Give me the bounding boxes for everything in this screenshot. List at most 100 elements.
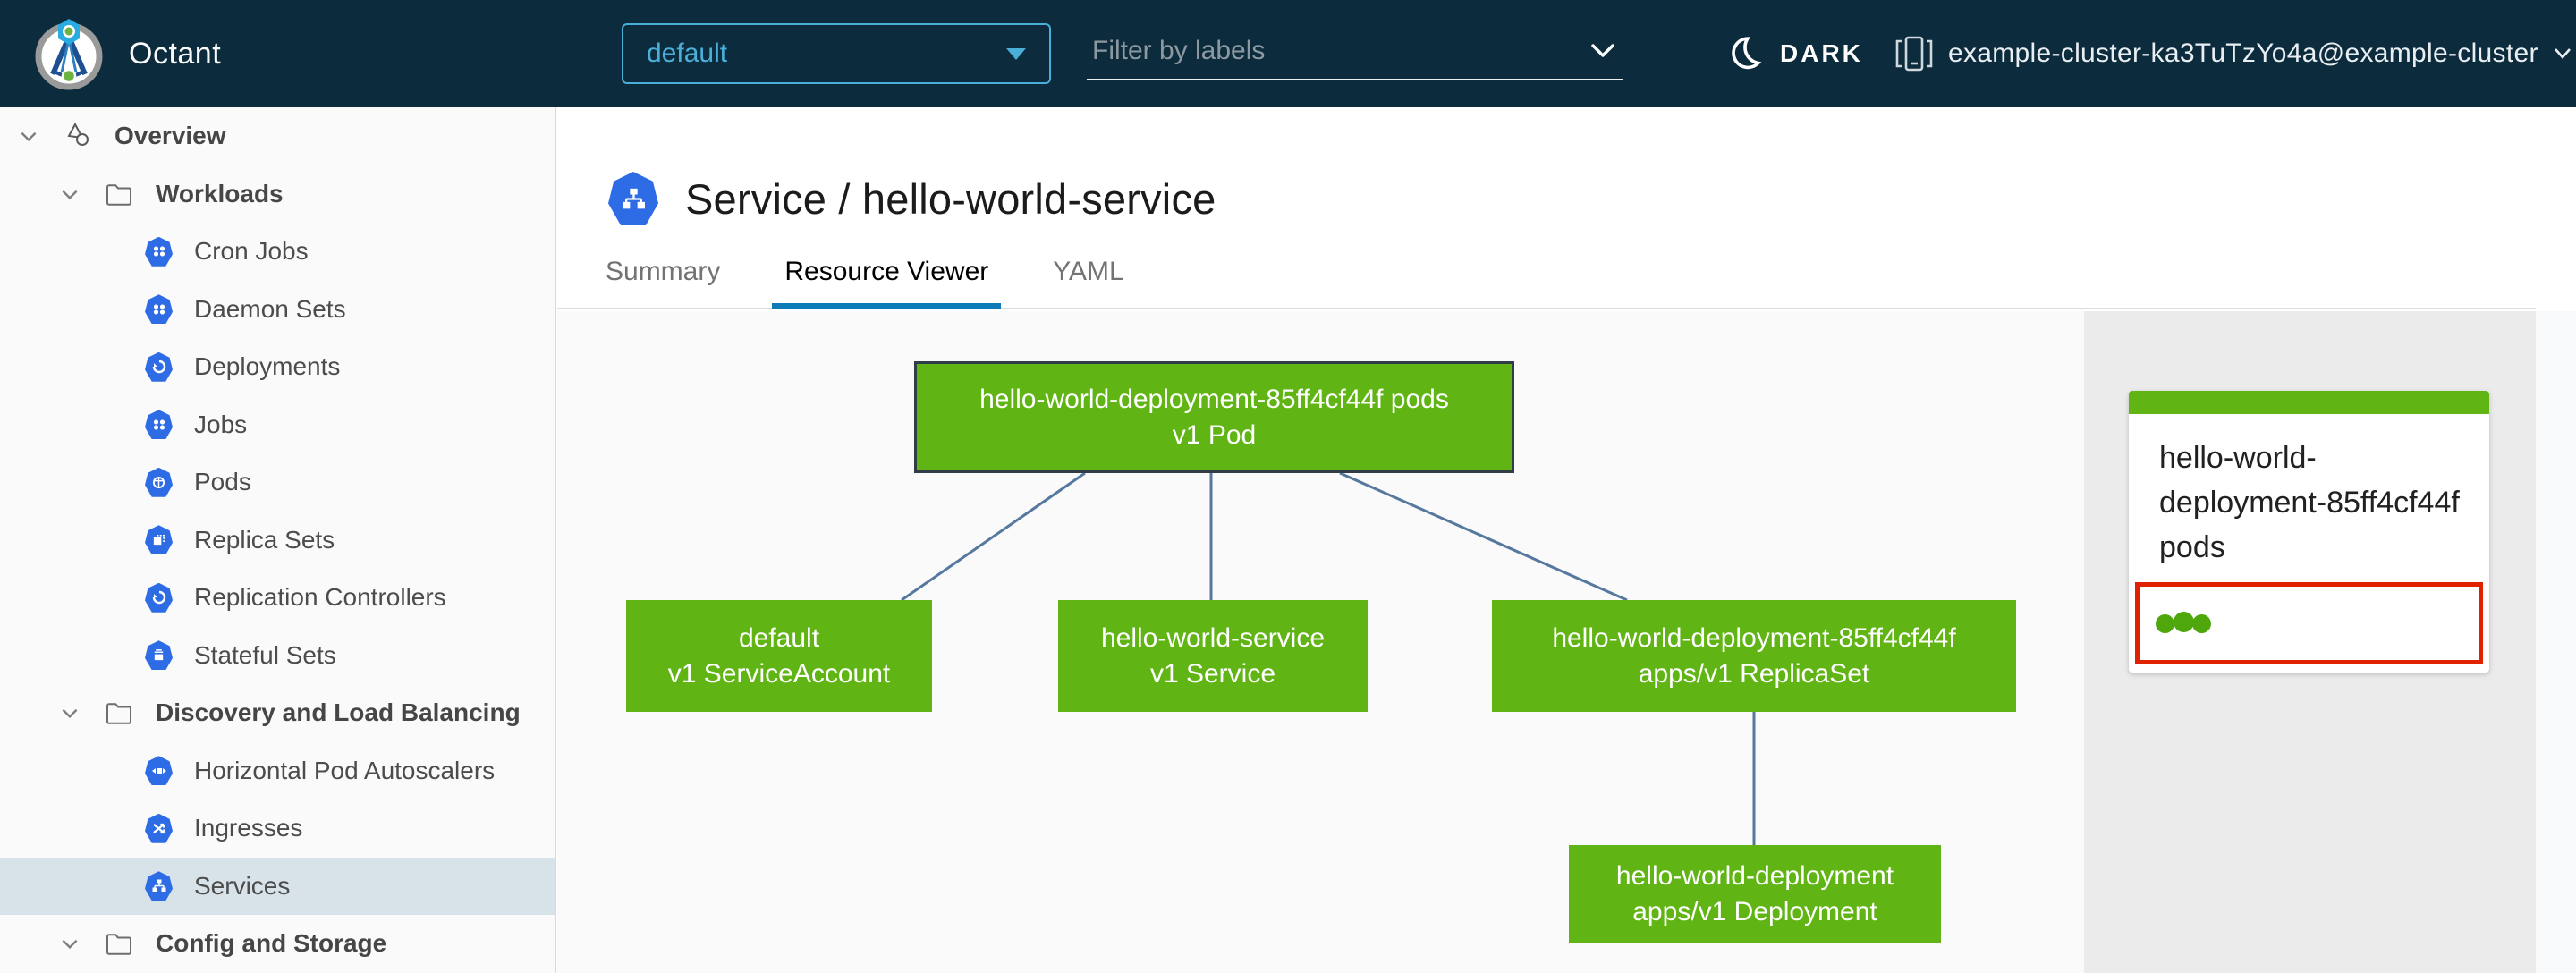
chevron-down-icon[interactable] — [57, 182, 82, 207]
node-name: hello-world-deployment — [1615, 861, 1894, 891]
sidebar-item-label: Ingresses — [194, 814, 303, 842]
selected-node-title: hello-world-deployment-85ff4cf44f pods — [2159, 441, 2460, 564]
node-kind: v1 Service — [1149, 658, 1276, 689]
statefulset-icon — [145, 640, 173, 671]
page-title: Service / hello-world-service — [608, 172, 1216, 225]
pod-dot — [2174, 611, 2194, 632]
tab-resource-viewer[interactable]: Resource Viewer — [772, 257, 1002, 309]
node-name: default — [738, 622, 820, 653]
sidebar-item-label: Services — [194, 871, 291, 900]
chevron-down-icon — [2554, 48, 2571, 59]
sidebar-item-label: Horizontal Pod Autoscalers — [194, 756, 496, 784]
cluster-context-label: example-cluster-ka3TuTzYo4a@example-clus… — [1948, 38, 2538, 68]
theme-toggle-label: DARK — [1780, 39, 1863, 67]
sidebar-item-cron-jobs[interactable]: Cron Jobs — [0, 223, 555, 281]
sidebar-item-replication-controllers[interactable]: Replication Controllers — [0, 569, 555, 627]
pod-dot — [2156, 613, 2174, 633]
resource-viewer: hello-world-deployment-85ff4cf44f pods v… — [557, 311, 2576, 973]
service-icon — [145, 871, 173, 901]
resource-graph-canvas[interactable]: hello-world-deployment-85ff4cf44f pods v… — [557, 311, 2084, 973]
detail-panel: hello-world-deployment-85ff4cf44f pods — [2084, 311, 2536, 973]
sidebar-item-overview[interactable]: Overview — [0, 107, 555, 165]
graph-node-serviceaccount[interactable]: default v1 ServiceAccount — [626, 600, 932, 712]
node-kind: v1 ServiceAccount — [667, 658, 891, 689]
sidebar-item-label: Pods — [194, 468, 251, 496]
pod-status-dots — [2156, 611, 2212, 636]
node-name: hello-world-deployment-85ff4cf44f pods — [979, 384, 1449, 414]
selected-node-card[interactable]: hello-world-deployment-85ff4cf44f pods — [2129, 391, 2489, 673]
cronjob-icon — [145, 236, 173, 267]
sidebar-item-pods[interactable]: Pods — [0, 453, 555, 512]
sidebar-item-ingresses[interactable]: Ingresses — [0, 800, 555, 858]
chevron-down-icon[interactable] — [57, 700, 82, 725]
sidebar-item-deployments[interactable]: Deployments — [0, 338, 555, 396]
card-status-strip — [2129, 391, 2489, 414]
namespace-select[interactable]: default — [622, 23, 1051, 84]
app-title: Octant — [129, 36, 222, 71]
sidebar-item-jobs[interactable]: Jobs — [0, 396, 555, 454]
sidebar-item-stateful-sets[interactable]: Stateful Sets — [0, 627, 555, 685]
graph-node-deployment[interactable]: hello-world-deployment apps/v1 Deploymen… — [1569, 845, 1941, 943]
octant-logo-icon — [35, 19, 103, 90]
sidebar-item-label: Jobs — [194, 410, 248, 438]
graph-node-service[interactable]: hello-world-service v1 Service — [1058, 600, 1368, 712]
sidebar-item-daemon-sets[interactable]: Daemon Sets — [0, 281, 555, 339]
replication-controller-icon — [145, 582, 173, 613]
node-name: hello-world-deployment-85ff4cf44f — [1552, 622, 1956, 653]
namespace-value: default — [647, 38, 728, 68]
sidebar-item-label: Cron Jobs — [194, 237, 309, 266]
sidebar-item-workloads[interactable]: Workloads — [0, 165, 555, 224]
folder-icon — [104, 928, 134, 959]
pod-status-highlight[interactable] — [2135, 582, 2483, 664]
sidebar-item-replica-sets[interactable]: Replica Sets — [0, 512, 555, 570]
sidebar-item-horizontal-pod-autoscalers[interactable]: Horizontal Pod Autoscalers — [0, 742, 555, 800]
sidebar-item-discovery-and-load-balancing[interactable]: Discovery and Load Balancing — [0, 684, 555, 742]
graph-node-replicaset[interactable]: hello-world-deployment-85ff4cf44f apps/v… — [1492, 600, 2016, 712]
sidebar-item-label: Workloads — [156, 179, 284, 207]
node-kind: v1 Pod — [1172, 419, 1257, 450]
graph-node-pods[interactable]: hello-world-deployment-85ff4cf44f pods v… — [914, 361, 1514, 473]
sidebar-item-label: Replica Sets — [194, 525, 335, 554]
pod-icon — [145, 467, 173, 497]
tab-summary[interactable]: Summary — [606, 257, 721, 286]
chevron-down-icon[interactable] — [57, 931, 82, 956]
brand[interactable]: Octant — [32, 0, 221, 107]
daemonset-icon — [145, 294, 173, 325]
sidebar-item-services[interactable]: Services — [0, 857, 555, 915]
job-icon — [145, 410, 173, 440]
sidebar-item-label: Stateful Sets — [194, 640, 336, 669]
overview-objects-icon — [63, 121, 93, 151]
app-header: Octant default Filter by labels DARK — [0, 0, 2576, 107]
node-kind: apps/v1 Deployment — [1632, 897, 1877, 926]
hpa-icon — [145, 756, 173, 786]
chevron-down-icon[interactable] — [16, 123, 41, 148]
replicaset-icon — [145, 525, 173, 555]
sidebar-item-label: Overview — [114, 122, 226, 150]
pod-dot — [2192, 613, 2211, 633]
folder-icon — [104, 179, 134, 209]
deployment-icon — [145, 351, 173, 382]
graph-edges — [901, 471, 1756, 845]
node-name: hello-world-service — [1100, 622, 1326, 653]
filter-by-labels-input[interactable]: Filter by labels — [1087, 23, 1623, 80]
scroll-gutter[interactable] — [2536, 311, 2576, 973]
sidebar-item-label: Discovery and Load Balancing — [156, 698, 521, 727]
service-icon — [608, 172, 658, 225]
page-title-text: Service / hello-world-service — [685, 174, 1216, 223]
caret-down-icon — [1006, 47, 1026, 60]
sidebar-nav: Overview Workloads Cron Jobs Daemon Sets… — [0, 107, 556, 973]
sidebar-item-config-and-storage[interactable]: Config and Storage — [0, 915, 555, 973]
tab-yaml[interactable]: YAML — [1053, 257, 1124, 286]
folder-icon — [104, 698, 134, 728]
cluster-icon — [1895, 36, 1933, 72]
cluster-context-menu[interactable]: example-cluster-ka3TuTzYo4a@example-clus… — [1894, 0, 2572, 107]
tab-bar: Summary Resource Viewer YAML — [593, 257, 1176, 309]
content-header: Service / hello-world-service Summary Re… — [557, 107, 2536, 309]
chevron-down-icon[interactable] — [1588, 41, 1618, 61]
main-content: Service / hello-world-service Summary Re… — [557, 107, 2576, 973]
node-kind: apps/v1 ReplicaSet — [1638, 658, 1870, 689]
theme-toggle-button[interactable]: DARK — [1726, 0, 1863, 107]
sidebar-item-label: Deployments — [194, 352, 341, 381]
moon-icon — [1732, 37, 1762, 70]
